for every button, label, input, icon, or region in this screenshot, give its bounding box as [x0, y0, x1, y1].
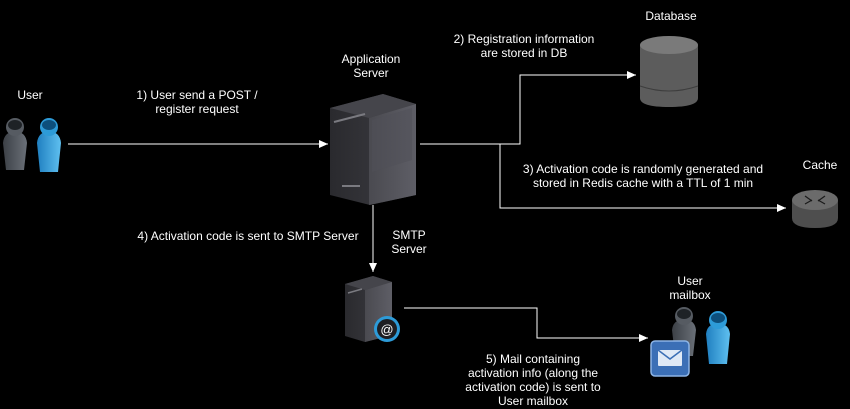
label-database: Database: [645, 9, 697, 23]
label-user-mailbox: User mailbox: [669, 274, 711, 302]
step-1-label: 1) User send a POST / register request: [136, 88, 258, 116]
server-icon: [330, 94, 416, 205]
router-icon: [792, 190, 838, 228]
svg-text:@: @: [380, 322, 393, 337]
user-person-blue-icon: [37, 118, 61, 172]
step-4-label: 4) Activation code is sent to SMTP Serve…: [137, 229, 359, 243]
step-5-label: 5) Mail containing activation info (alon…: [465, 352, 601, 408]
label-application-server: Application Server: [341, 52, 401, 80]
arrow-server-to-cache: [499, 144, 786, 212]
envelope-icon: [650, 340, 690, 377]
mailbox-icon: [650, 307, 730, 377]
arrow-smtp-to-mailbox: [404, 307, 648, 342]
mailbox-person-blue-icon: [706, 311, 730, 364]
user-person-dark-icon: [3, 118, 27, 170]
label-user: User: [17, 88, 43, 102]
user-icon: [3, 118, 61, 172]
arrow-server-to-database: [420, 71, 636, 145]
database-icon: [639, 36, 699, 107]
step-3-label: 3) Activation code is randomly generated…: [522, 162, 764, 190]
label-smtp-server: SMTP Server: [391, 228, 427, 256]
mail-server-icon: @: [345, 276, 400, 342]
label-cache: Cache: [802, 158, 838, 172]
step-2-label: 2) Registration information are stored i…: [453, 32, 595, 60]
